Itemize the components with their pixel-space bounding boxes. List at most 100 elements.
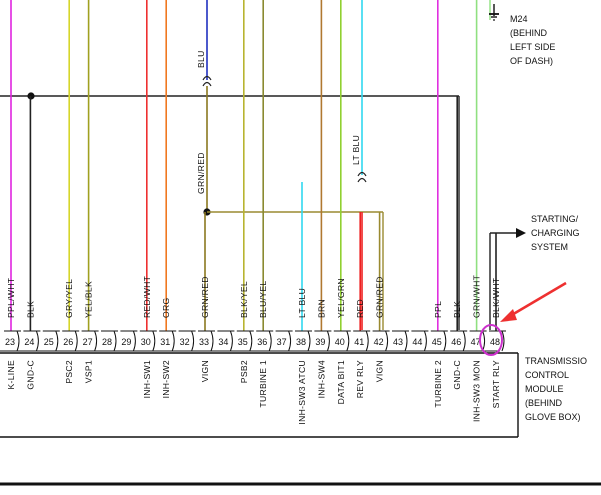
label-blu: BLU — [196, 50, 206, 68]
pin-bracket — [404, 330, 408, 352]
signal-name-33: VIGN — [200, 360, 210, 382]
signal-name-36: TURBINE 1 — [258, 360, 268, 408]
wire-color-code-31: ORG — [161, 298, 171, 318]
ground-id: M24 — [510, 14, 528, 24]
wire-group — [10, 0, 497, 331]
pin-number-37: 37 — [277, 337, 287, 347]
pin-number-32: 32 — [180, 337, 190, 347]
wire-color-code-36: BLU/YEL — [258, 281, 268, 318]
pin-number-44: 44 — [412, 337, 422, 347]
wire-color-code-42: GRN/RED — [375, 276, 385, 318]
pin-bracket — [171, 330, 175, 352]
pin-bracket — [365, 330, 369, 352]
pin-number-25: 25 — [44, 337, 54, 347]
pin-bracket — [268, 330, 272, 352]
wire-color-code-27: YEL/BLK — [84, 281, 94, 318]
pin-bracket — [132, 330, 136, 352]
pin-number-26: 26 — [63, 337, 73, 347]
pin-bracket — [210, 330, 214, 352]
signal-name-42: VIGN — [375, 360, 385, 382]
signal-name-23: K-LINE — [6, 360, 16, 390]
pin-number-41: 41 — [354, 337, 364, 347]
pin48-highlight-circle — [479, 324, 503, 356]
wire-color-code-48: BLK/WHT — [491, 277, 501, 318]
pin-number-30: 30 — [141, 337, 151, 347]
signal-name-40: DATA BIT1 — [336, 360, 346, 404]
ground-note-1: (BEHIND — [510, 28, 548, 38]
pin-bracket — [307, 330, 311, 352]
pin-number-35: 35 — [238, 337, 248, 347]
wire-color-code-41: RED — [355, 299, 365, 318]
pin-bracket — [113, 330, 117, 352]
signal-name-31: INH-SW2 — [161, 360, 171, 398]
arrow-right-icon — [516, 228, 526, 238]
wire-color-code-40: YEL/GRN — [336, 278, 346, 318]
signal-name-24: GND-C — [25, 360, 35, 390]
pin-bracket — [482, 330, 486, 352]
pin-bracket — [55, 330, 59, 352]
label-lt-blu: LT BLU — [351, 135, 361, 165]
pin-number-34: 34 — [218, 337, 228, 347]
wire-color-code-33: GRN/RED — [200, 276, 210, 318]
blu-connector-symbol — [202, 75, 212, 81]
wire-color-code-47: GRN/WHT — [472, 274, 482, 318]
pin-bracket — [462, 330, 466, 352]
wire-color-code-46: BLK — [452, 301, 462, 318]
signal-name-48: START RLY — [491, 360, 501, 408]
pin-number-40: 40 — [335, 337, 345, 347]
pin-bracket — [229, 330, 233, 352]
pin-bracket — [74, 330, 78, 352]
pointer-arrow-icon — [500, 281, 567, 322]
signal-name-45: TURBINE 2 — [433, 360, 443, 408]
signal-name-39: INH-SW4 — [316, 360, 326, 398]
ground-label: M24 (BEHIND LEFT SIDE OF DASH) — [510, 14, 555, 66]
wire-color-code-26: GRY/YEL — [64, 279, 74, 318]
pin-number-46: 46 — [451, 337, 461, 347]
module-line-4: (BEHIND — [525, 398, 563, 408]
module-line-1: TRANSMISSIO — [525, 356, 587, 366]
wire-color-code-30: RED/WHT — [142, 275, 152, 318]
label-grn-red-upper: GRN/RED — [196, 152, 206, 194]
wire-color-code-45: PPL — [433, 301, 443, 318]
signal-name-27: VSP1 — [84, 360, 94, 383]
pin-number-39: 39 — [315, 337, 325, 347]
pin-bracket — [501, 330, 505, 352]
pin-number-31: 31 — [160, 337, 170, 347]
pin-number-48: 48 — [490, 337, 500, 347]
starting-system-line-3: SYSTEM — [531, 242, 568, 252]
pin-number-29: 29 — [121, 337, 131, 347]
module-line-5: GLOVE BOX) — [525, 412, 581, 422]
signal-name-30: INH-SW1 — [142, 360, 152, 398]
signal-name-46: GND-C — [452, 360, 462, 390]
signal-name-38: INH-SW3 ATCU — [297, 360, 307, 425]
pin-bracket — [249, 330, 253, 352]
wire-color-code-23: PPL/WHT — [6, 277, 16, 318]
pin-number-47: 47 — [471, 337, 481, 347]
pin-number-42: 42 — [374, 337, 384, 347]
pin-number-23: 23 — [5, 337, 15, 347]
pin-bracket — [35, 330, 39, 352]
wire-color-code-24: BLK — [25, 301, 35, 318]
starting-system-line-2: CHARGING — [531, 228, 580, 238]
pin-number-33: 33 — [199, 337, 209, 347]
pin-bracket — [385, 330, 389, 352]
signal-name-35: PSB2 — [239, 360, 249, 383]
pin-bracket — [94, 330, 98, 352]
ground-symbol-icon — [489, 4, 499, 21]
pin-number-45: 45 — [432, 337, 442, 347]
signal-name-47: INH-SW3 MON — [472, 360, 482, 422]
pin-bracket — [423, 330, 427, 352]
module-line-2: CONTROL — [525, 370, 569, 380]
ground-note-3: OF DASH) — [510, 56, 553, 66]
signal-name-41: REV RLY — [355, 360, 365, 398]
wire-color-code-35: BLK/YEL — [239, 281, 249, 318]
wire-color-code-38: LT BLU — [297, 288, 307, 318]
pin-number-43: 43 — [393, 337, 403, 347]
pin-bracket — [346, 330, 350, 352]
pin-bracket — [152, 330, 156, 352]
starting-system-line-1: STARTING/ — [531, 214, 579, 224]
pin-bracket — [326, 330, 330, 352]
